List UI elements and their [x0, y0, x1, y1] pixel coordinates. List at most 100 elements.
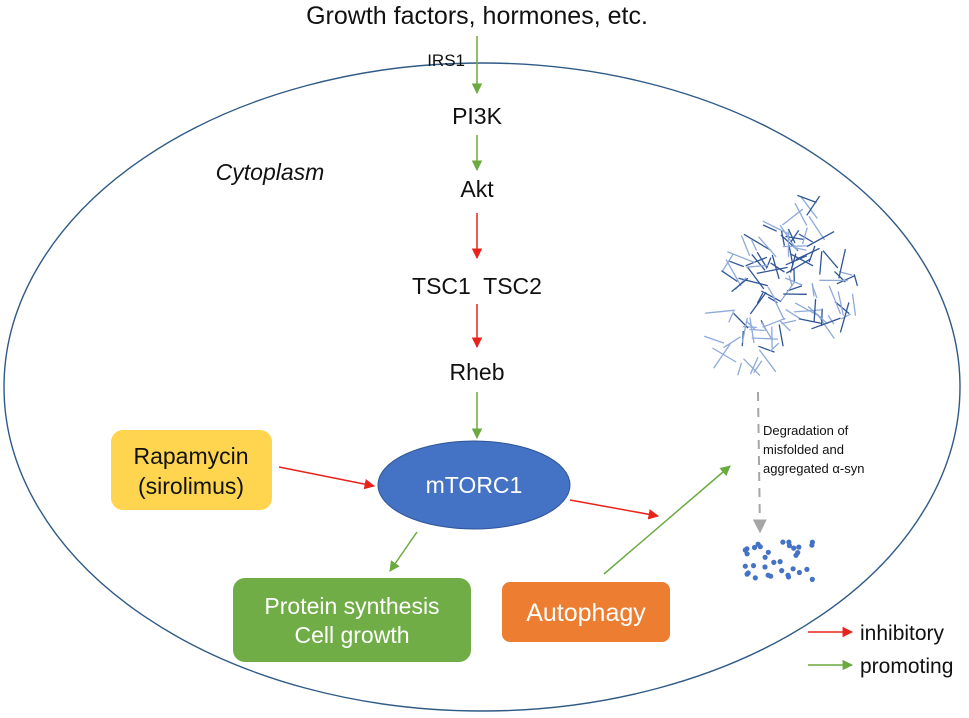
- protein-synthesis-label-line1: Protein synthesis: [264, 593, 439, 619]
- degraded-dot: [744, 551, 750, 557]
- fibril-segment: [798, 233, 814, 243]
- legend-inhibitory-label: inhibitory: [860, 622, 945, 645]
- fibril-segment: [811, 282, 815, 297]
- fibril-segment: [785, 255, 808, 266]
- degraded-dot: [804, 566, 810, 573]
- fibril-segment: [745, 256, 768, 267]
- fibril-segment: [770, 262, 785, 273]
- fibril-segment: [794, 202, 808, 226]
- fibril-segment: [851, 293, 857, 316]
- fibril-segment: [723, 336, 741, 349]
- cell-membrane: [3, 62, 961, 712]
- fibril-segment: [778, 324, 784, 347]
- irs1-label: IRS1: [427, 51, 465, 70]
- degradation-label-line1: Degradation of: [763, 423, 849, 438]
- fibril-segment: [738, 277, 769, 287]
- fibril-segment: [761, 290, 782, 303]
- fibril-segment: [743, 358, 761, 377]
- degraded-dot: [809, 542, 815, 548]
- degraded-dot: [762, 554, 768, 560]
- growth-factors-label: Growth factors, hormones, etc.: [306, 2, 648, 30]
- fibril-segment: [756, 251, 768, 268]
- fibril-segment: [761, 322, 774, 341]
- fibril-segment: [741, 317, 748, 343]
- fibril-segment: [797, 194, 817, 204]
- fibril-segment: [705, 309, 735, 314]
- fibril-segment: [785, 309, 801, 320]
- fibril-segment: [772, 296, 785, 321]
- fibril-segment: [765, 257, 772, 269]
- fibril-segment: [787, 228, 796, 244]
- degraded-dot: [768, 573, 774, 579]
- autophagy-box: [502, 582, 670, 642]
- aggregated-alpha-syn-fibrils: [703, 194, 859, 377]
- autophagy-label: Autophagy: [526, 599, 646, 627]
- degraded-dot: [793, 552, 799, 558]
- degraded-dot: [809, 576, 815, 583]
- legend-promoting-label: promoting: [860, 655, 953, 678]
- fibril-segment: [758, 345, 775, 353]
- cytoplasm-label: Cytoplasm: [216, 159, 325, 185]
- fibril-segment: [780, 280, 796, 302]
- degraded-dot: [791, 545, 797, 551]
- fibril-segment: [725, 259, 742, 287]
- fibril-segment: [722, 253, 734, 272]
- degraded-dot: [750, 563, 757, 569]
- rapamycin-box: [111, 430, 272, 510]
- fibril-segment: [778, 319, 791, 332]
- degraded-dot: [762, 564, 768, 570]
- fibril-segment: [793, 309, 822, 313]
- fibril-segment: [811, 317, 841, 330]
- arrow-mtorc1-to-protein: [389, 531, 418, 572]
- arrow-autophagy-to-degradation: [603, 465, 731, 575]
- fibril-segment: [749, 292, 767, 315]
- fibril-segment: [779, 224, 798, 251]
- degraded-dot: [765, 549, 771, 555]
- fibril-segment: [790, 253, 814, 267]
- mtorc1-label: mTORC1: [426, 472, 523, 498]
- rapamycin-label-line2: (sirolimus): [138, 473, 244, 499]
- fibril-segment: [753, 360, 763, 373]
- fibril-segment: [703, 335, 725, 344]
- fibril-segment: [801, 227, 808, 245]
- degraded-dot: [786, 539, 792, 545]
- degraded-alpha-syn-dots: [742, 539, 816, 583]
- degraded-dot: [745, 570, 751, 576]
- fibril-segment: [746, 266, 765, 290]
- fibril-segment: [827, 314, 835, 325]
- arrow-degradation-dashed: [752, 391, 767, 534]
- degraded-dot: [785, 572, 791, 578]
- fibril-segment: [751, 239, 758, 251]
- fibril-segment: [838, 248, 847, 279]
- protein-synthesis-box: [233, 578, 471, 662]
- fibril-segment: [762, 317, 786, 328]
- legend: inhibitory promoting: [808, 622, 953, 678]
- degraded-dot: [751, 544, 758, 551]
- fibril-segment: [819, 251, 823, 275]
- fibril-segment: [822, 250, 839, 269]
- arrow-mtorc1-to-autophagy: [569, 499, 660, 520]
- fibril-segment: [751, 337, 779, 340]
- fibril-segment: [794, 302, 822, 318]
- arrow-rapamycin-to-mtorc1: [278, 466, 376, 490]
- degraded-dot: [796, 544, 802, 550]
- fibril-segment: [762, 224, 777, 232]
- degraded-dot: [796, 569, 803, 576]
- fibril-segment: [731, 277, 749, 293]
- degradation-label-line3: aggregated α-syn: [763, 461, 864, 476]
- fibril-segment: [839, 270, 853, 276]
- fibril-segment: [828, 285, 842, 315]
- fibril-segment: [746, 264, 769, 268]
- fibril-segment: [749, 328, 765, 332]
- fibril-segment: [793, 246, 807, 251]
- fibril-segment: [808, 245, 816, 263]
- fibril-segment: [836, 275, 856, 285]
- fibril-segment: [737, 362, 743, 376]
- fibril-segment: [758, 349, 777, 373]
- fibril-segment: [840, 313, 851, 320]
- degraded-dot: [752, 575, 758, 581]
- fibril-segment: [758, 236, 777, 258]
- fibril-segment: [728, 310, 735, 323]
- fibril-segment: [727, 251, 756, 264]
